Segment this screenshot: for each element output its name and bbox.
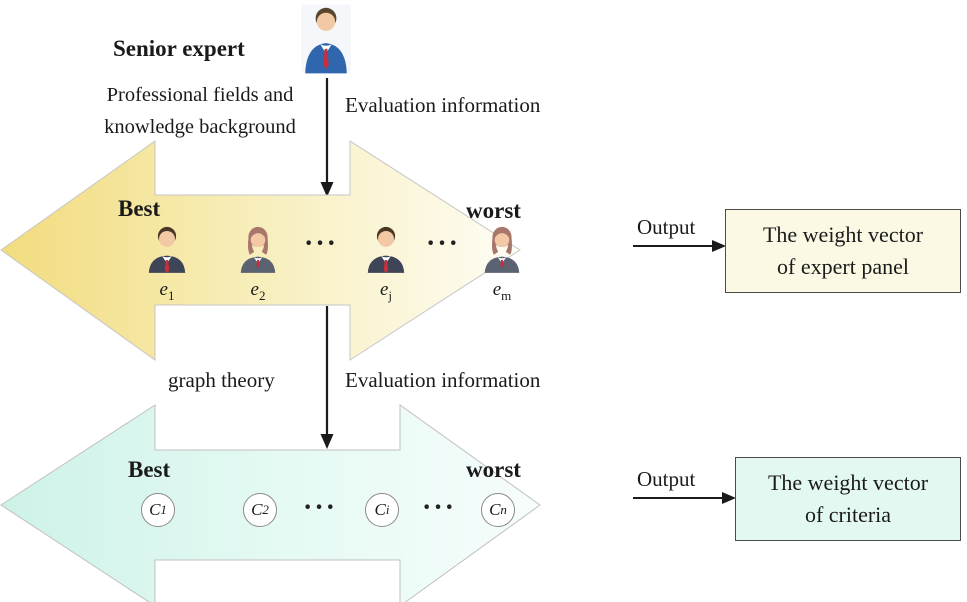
- criterion1-subscript: 1: [160, 502, 167, 517]
- expert-double-arrow-shape: [0, 140, 521, 361]
- expertj-subscript: j: [388, 287, 393, 303]
- expert-output-label: Output: [637, 215, 696, 239]
- senior-expert-label: Senior expert: [113, 36, 245, 61]
- expert-ellipsis-2: ···: [426, 228, 461, 259]
- expert2-symbol: e: [250, 279, 259, 300]
- expertj-male-avatar-icon: [367, 226, 405, 273]
- criterion1-symbol: C: [149, 500, 161, 519]
- criterion2-symbol: C: [251, 500, 263, 519]
- criteria-output-label: Output: [637, 467, 696, 491]
- expert2-label: e2: [238, 279, 278, 304]
- expert-worst-label: worst: [466, 198, 521, 223]
- background-knowledge-text: Professional fields and knowledge backgr…: [72, 80, 328, 144]
- criteria-best-label: Best: [128, 457, 171, 482]
- expert1-symbol: e: [159, 279, 168, 300]
- expertm-label: em: [482, 279, 522, 304]
- expert-best-label: Best: [118, 196, 161, 221]
- expert-box-line1: The weight vector: [762, 222, 924, 248]
- evaluation-info-label-top: Evaluation information: [345, 93, 541, 117]
- criteria-box-line2: of criteria: [804, 502, 892, 527]
- criterioni-subscript: i: [385, 502, 390, 517]
- expert1-male-avatar-icon: [148, 226, 186, 273]
- background-line1: Professional fields and: [106, 84, 294, 106]
- criteria-box-line1: The weight vector: [767, 470, 929, 496]
- down-arrow-middle-icon: [320, 306, 334, 449]
- down-arrow-top-icon: [320, 78, 334, 197]
- criterioni-symbol: C: [374, 500, 386, 519]
- criterion2-subscript: 2: [262, 502, 269, 517]
- senior-expert-person-icon: [301, 4, 351, 74]
- expertm-subscript: m: [501, 287, 512, 303]
- expert-weight-vector-box: The weight vector of expert panel: [725, 209, 961, 293]
- expert-output-arrow-icon: [633, 240, 726, 252]
- expert-ellipsis-1: ···: [304, 228, 339, 259]
- criteria-ellipsis-2: ···: [422, 492, 457, 523]
- background-line2: knowledge background: [104, 115, 296, 138]
- criteria-ellipsis-1: ···: [303, 492, 338, 523]
- criteria-weight-vector-box: The weight vector of criteria: [735, 457, 961, 541]
- criterionn-symbol: C: [489, 500, 501, 519]
- criteria-output-arrow-icon: [633, 492, 736, 504]
- expertj-symbol: e: [379, 279, 389, 300]
- expert-box-line2: of expert panel: [777, 254, 909, 279]
- evaluation-info-label-bottom: Evaluation information: [345, 368, 541, 392]
- graph-theory-label: graph theory: [168, 368, 275, 392]
- expert1-label: e1: [147, 279, 187, 304]
- expertj-label: ej: [366, 279, 406, 304]
- expertm-symbol: e: [492, 279, 502, 300]
- expertm-female-avatar-icon: [484, 226, 520, 273]
- expert1-subscript: 1: [167, 287, 175, 303]
- expert2-subscript: 2: [258, 287, 266, 303]
- criteria-worst-label: worst: [466, 457, 521, 482]
- criterionn-subscript: n: [500, 502, 507, 517]
- expert2-female-avatar-icon: [240, 226, 276, 273]
